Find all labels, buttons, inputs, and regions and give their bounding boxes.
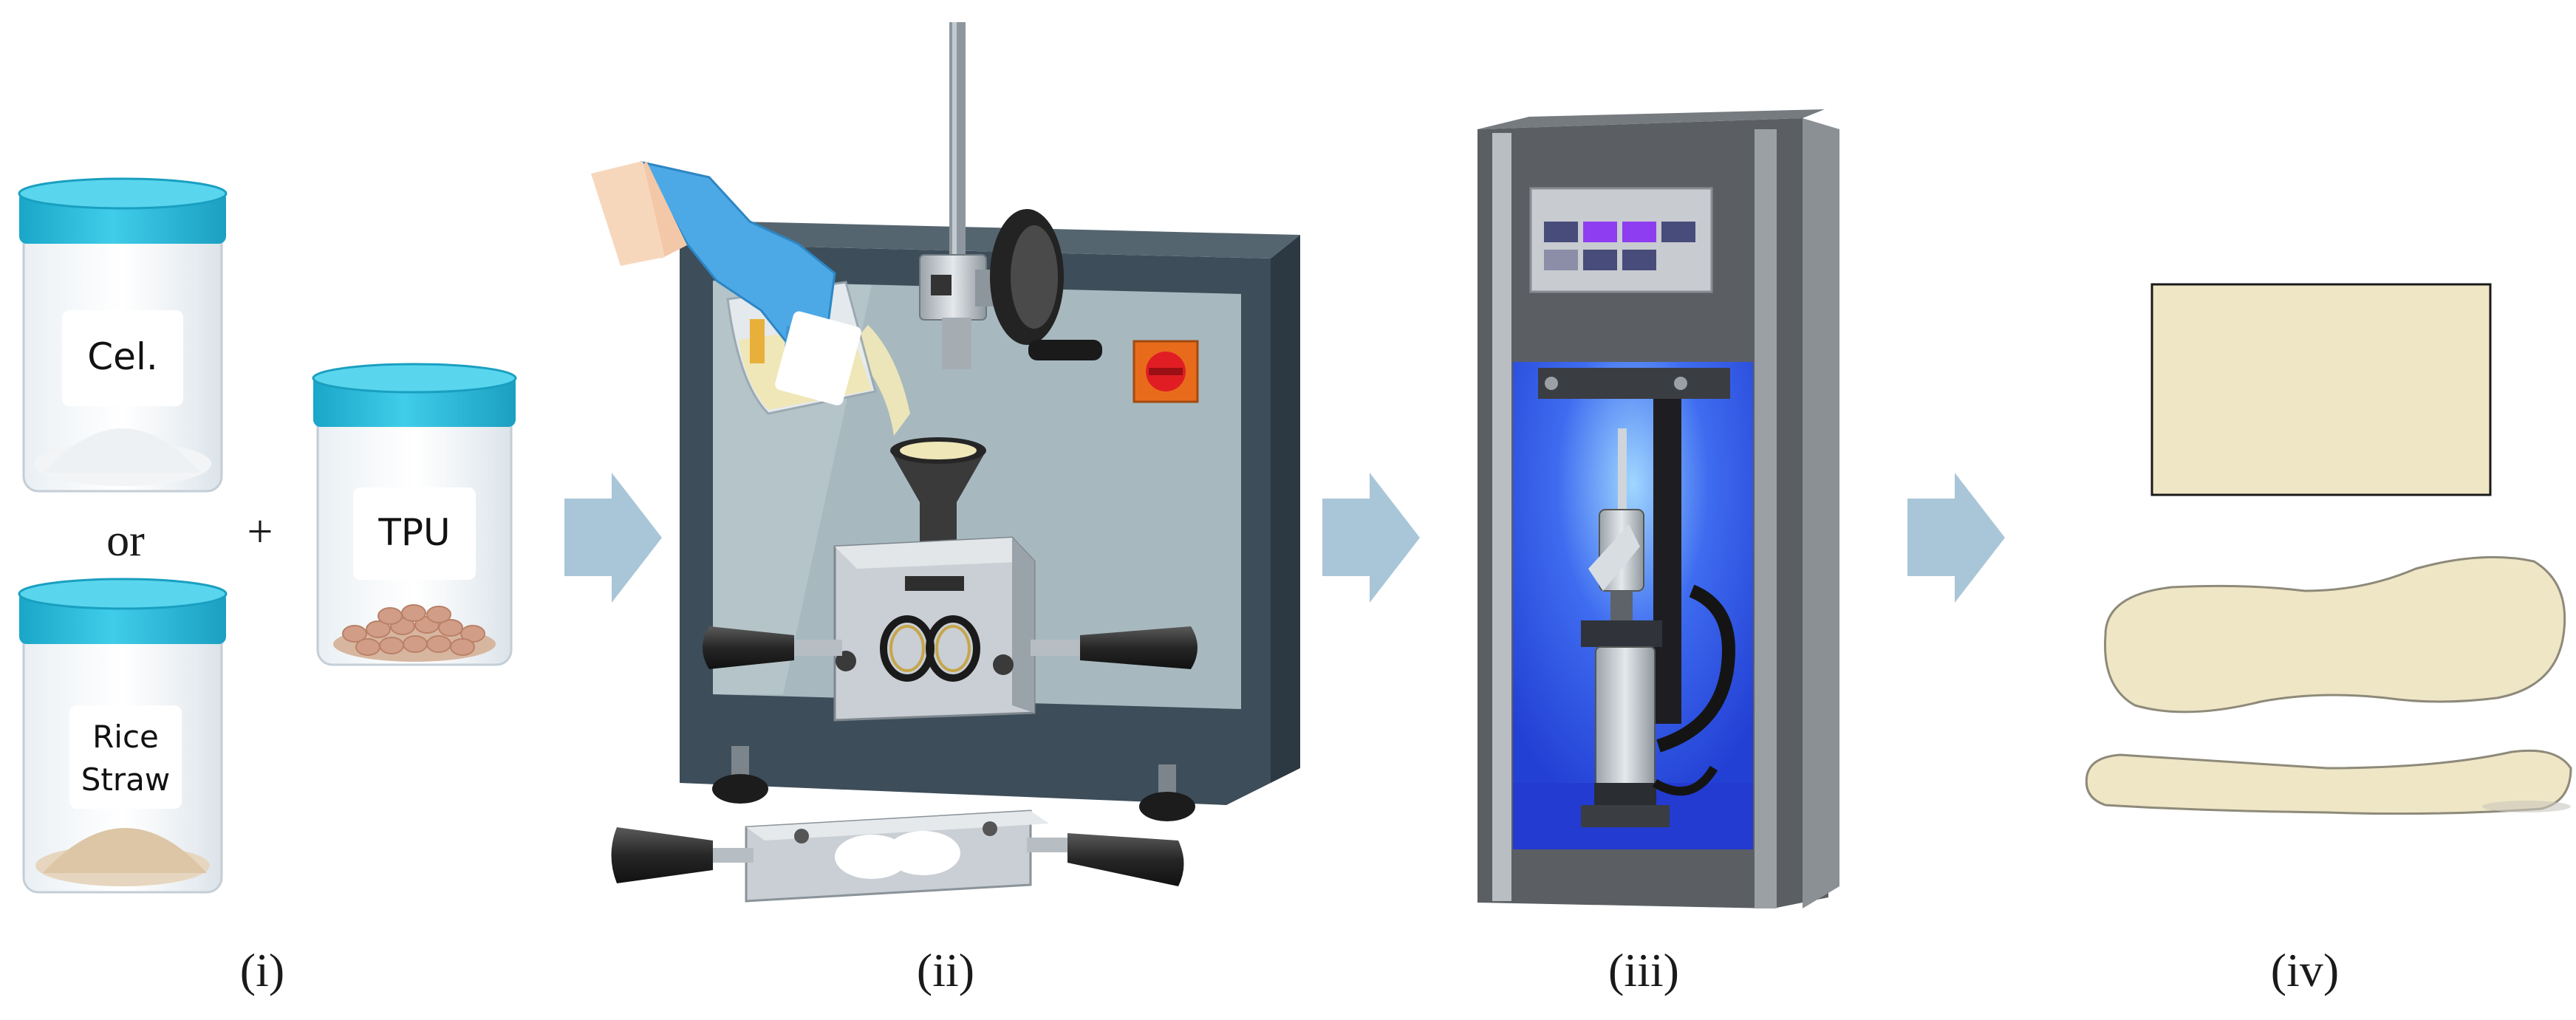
product-insole — [2104, 555, 2566, 713]
product-sole-side — [2085, 749, 2572, 815]
jar-cellulose: Cel. — [18, 177, 228, 493]
step-label-i: (i) — [240, 944, 284, 996]
step-label-iv: (iv) — [2271, 944, 2339, 996]
step-label-ii: (ii) — [917, 944, 974, 996]
jar-label-tpu — [353, 487, 476, 580]
jar-label-tpu-text: TPU — [377, 511, 450, 554]
jar-label-cellulose — [62, 310, 183, 406]
arrow-step-3 — [1907, 473, 2005, 603]
products — [2085, 283, 2572, 815]
press-machine — [1477, 109, 1839, 908]
jar-label-rice-text-2: Straw — [81, 761, 170, 798]
product-sheet — [2150, 283, 2492, 496]
step-label-iii: (iii) — [1608, 944, 1679, 996]
arrow-step-2 — [1322, 473, 1420, 603]
jar-rice-straw: Rice Straw — [18, 578, 228, 894]
mixer-machine — [591, 22, 1300, 903]
jar-label-rice-straw — [69, 705, 182, 809]
connector-plus: + — [247, 507, 273, 557]
connector-or: or — [106, 516, 145, 566]
arrow-step-1 — [564, 473, 662, 603]
jar-tpu: TPU — [312, 363, 517, 666]
jar-label-rice-text-1: Rice — [92, 719, 159, 755]
jar-label-cellulose-text: Cel. — [87, 335, 157, 378]
press-display-buttons — [1544, 222, 1695, 270]
